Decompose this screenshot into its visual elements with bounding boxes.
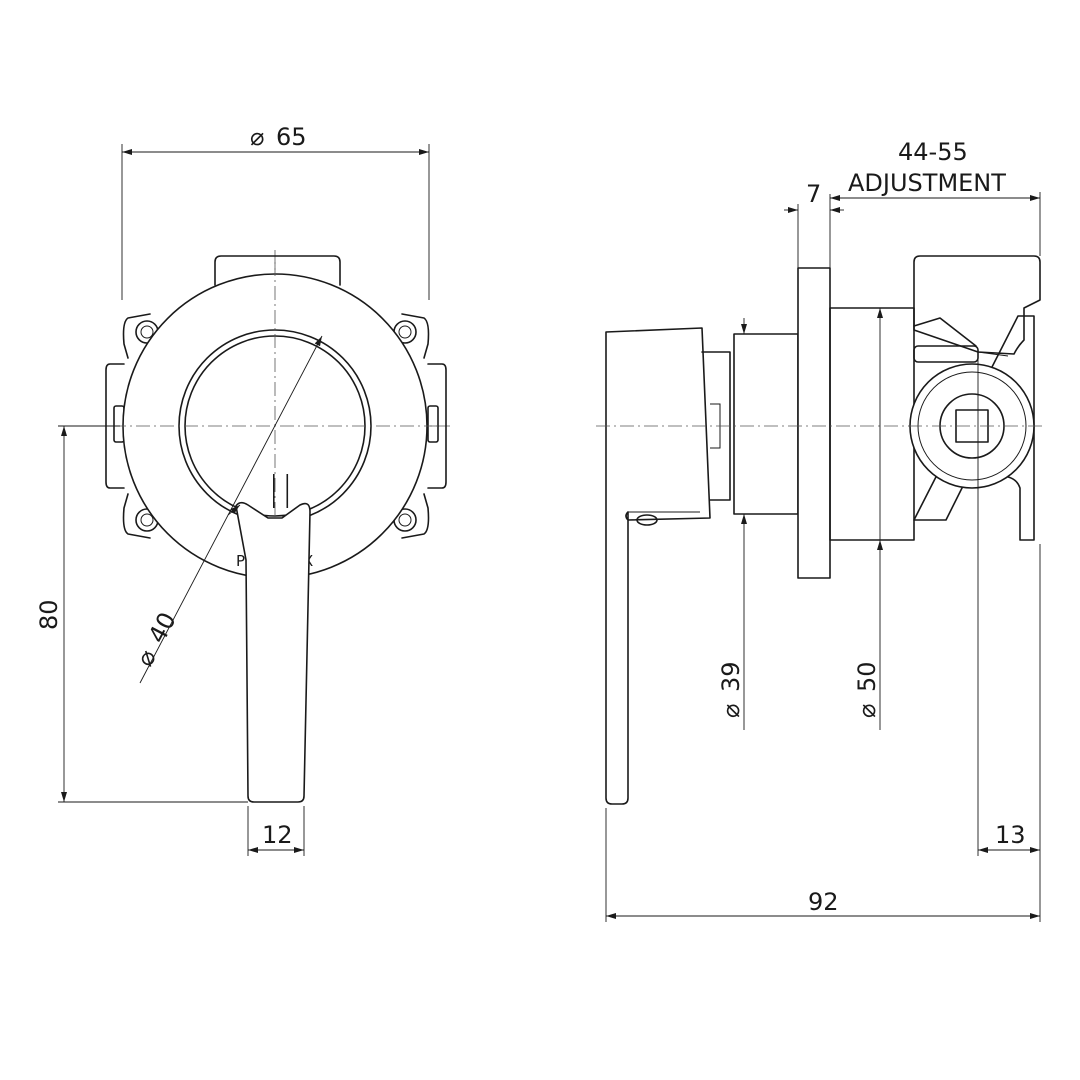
dimension-label-39: 39 bbox=[717, 661, 745, 692]
diameter-symbol-50: ⌀ bbox=[853, 704, 881, 718]
ring-body bbox=[733, 333, 799, 515]
lever-pivot bbox=[636, 514, 658, 526]
dimension-label-adjustment: ADJUSTMENT bbox=[848, 169, 1006, 197]
dimension-label-65: 65 bbox=[276, 123, 307, 151]
dimension-offset-13: 13 bbox=[977, 360, 1041, 922]
dimension-label-44-55: 44-55 bbox=[898, 138, 968, 166]
body-cylinder bbox=[829, 307, 915, 541]
dimension-lever-width-12: 12 bbox=[247, 806, 305, 856]
dimension-label-13: 13 bbox=[995, 821, 1026, 849]
dimension-label-7: 7 bbox=[806, 180, 821, 208]
right-side-tab bbox=[427, 405, 439, 443]
valve-housing bbox=[908, 255, 1046, 541]
diameter-symbol-39: ⌀ bbox=[717, 704, 745, 718]
dimension-depth-92: 92 bbox=[605, 808, 1040, 922]
dimension-diameter-65: ⌀ 65 bbox=[121, 123, 430, 300]
dimension-adjustment: 44-55 ADJUSTMENT bbox=[830, 138, 1041, 256]
dimension-diameter-50: ⌀ 50 bbox=[853, 308, 883, 730]
dimension-label-80: 80 bbox=[35, 599, 63, 630]
dimension-label-12: 12 bbox=[262, 821, 293, 849]
lever-mark: || bbox=[268, 469, 295, 509]
lever-handle bbox=[235, 501, 311, 803]
cover-plate-edge bbox=[797, 267, 831, 579]
side-view: 7 44-55 ADJUSTMENT ⌀ 39 ⌀ 50 bbox=[596, 138, 1046, 922]
front-view: P X || ⌀ 65 80 ⌀ 40 bbox=[35, 123, 450, 856]
dimension-label-50: 50 bbox=[853, 661, 881, 692]
right-side-block bbox=[427, 363, 447, 489]
lever-side-profile bbox=[605, 327, 711, 805]
valve-body-top bbox=[214, 255, 341, 286]
dimension-label-92: 92 bbox=[808, 888, 839, 916]
dimension-height-80: 80 bbox=[35, 425, 248, 803]
dimension-flange-7: 7 bbox=[784, 180, 844, 268]
diameter-symbol-40: ⌀ bbox=[131, 645, 163, 671]
diameter-symbol-65: ⌀ bbox=[250, 123, 264, 151]
brand-start: P bbox=[236, 552, 245, 570]
dimension-diameter-39: ⌀ 39 bbox=[717, 318, 747, 730]
